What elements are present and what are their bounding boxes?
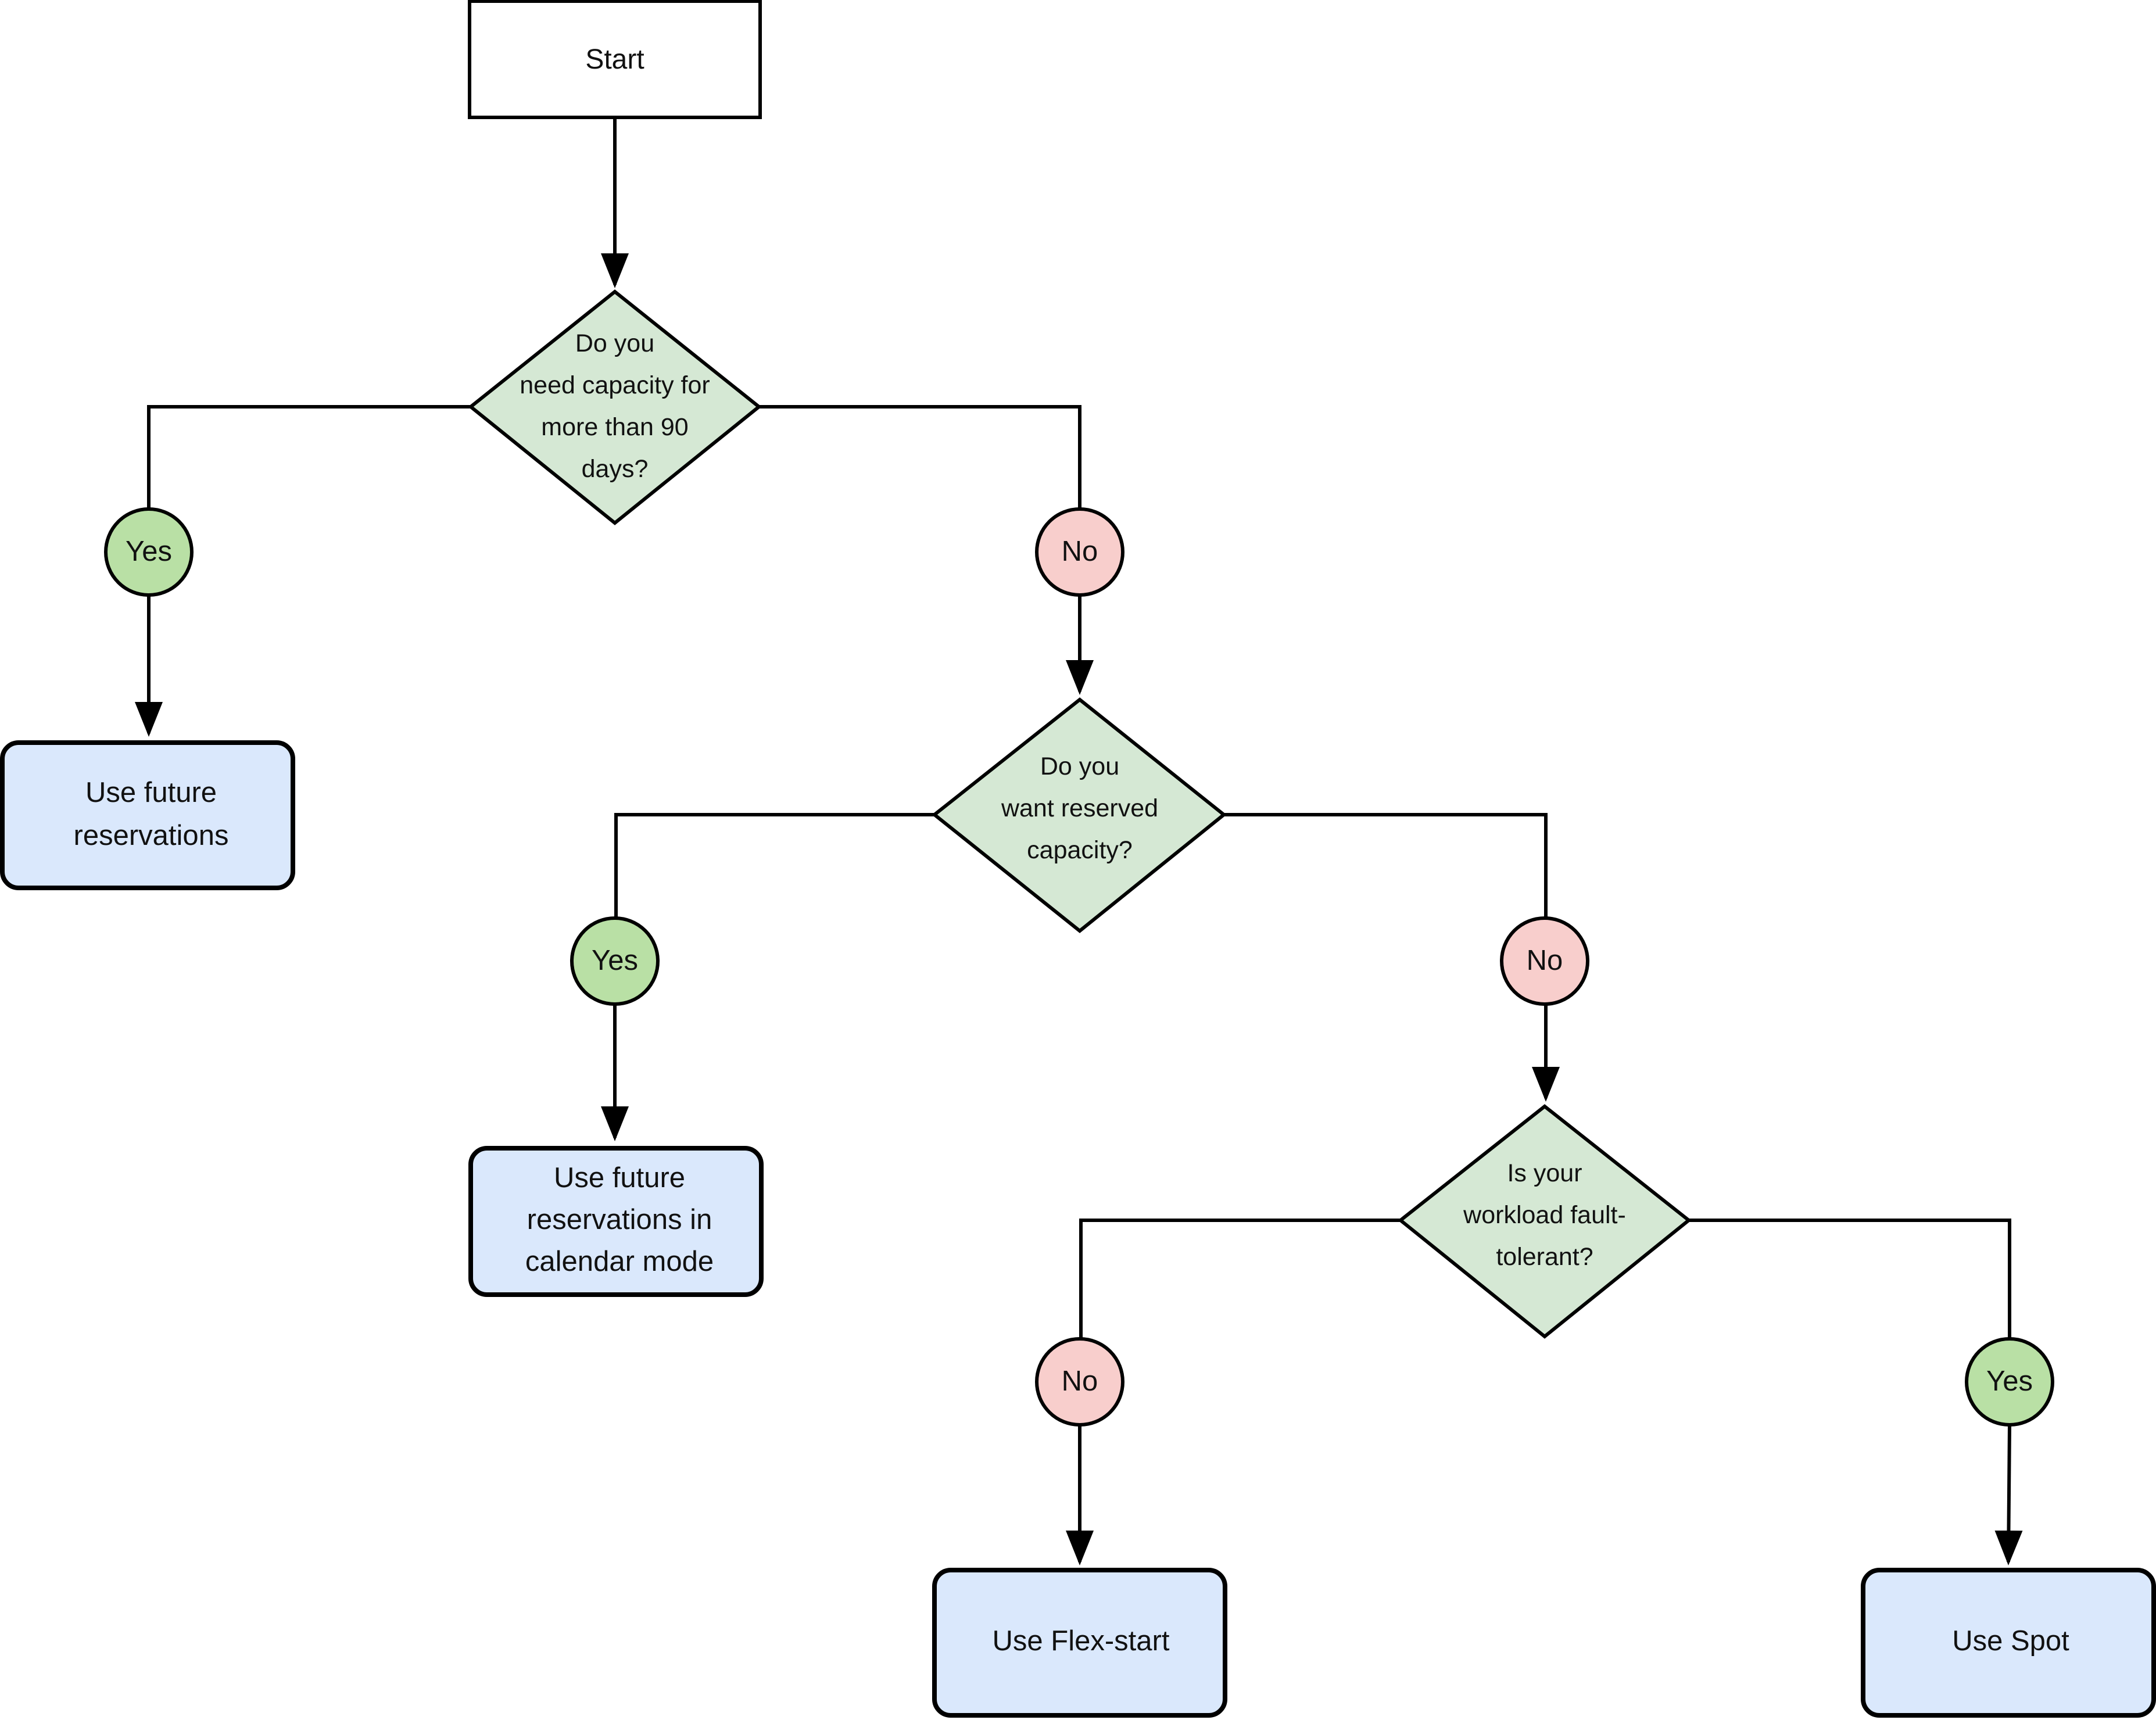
outcome-spot-text: Use Spot [1952,1625,2069,1657]
text-line: more than 90 [541,413,688,441]
no-badge-3-text: No [1062,1366,1098,1397]
text-line: Is your [1507,1159,1582,1187]
yes-badge-1-text: Yes [126,536,172,567]
outcome-calendar-mode-text: Use future reservations in calendar mode [525,1162,714,1277]
edge-q1-to-yes1 [147,405,471,508]
no-badge-1: No [1035,507,1124,597]
outcome-future-reservations-text: Use future reservations [74,777,229,851]
yes-badge-2-text: Yes [592,945,638,976]
outcome-future-reservations: Use future reservations [0,740,295,890]
text-line: tolerant? [1496,1243,1593,1271]
outcome-flex-start: Use Flex-start [932,1568,1227,1718]
edge-yes3-to-r4 [1994,1424,2023,1565]
decision-fault-tolerant: Is your workload fault-tolerant? [1398,1104,1692,1339]
text-line: Do you [575,329,654,357]
no-badge-1-text: No [1062,536,1098,567]
decision-fault-tolerant-text: Is your workload fault-tolerant? [1463,1159,1626,1271]
edge-q3-to-yes3 [1689,1219,2011,1338]
text-line: reservations [74,820,229,851]
edge-q1-to-no1 [759,405,1081,508]
yes-badge-1: Yes [104,507,194,597]
text-line: reservations in [527,1204,712,1235]
outcome-calendar-mode: Use future reservations in calendar mode [468,1146,764,1297]
decision-capacity-duration: Do you need capacity for more than 90 days? [468,289,762,525]
no-badge-2-text: No [1527,945,1563,976]
start-node: Start [468,0,762,119]
text-line: days? [582,455,649,483]
edge-q2-to-no2 [1224,813,1548,917]
text-line: Use Flex-start [993,1625,1170,1657]
no-badge-2: No [1500,916,1589,1006]
outcome-flex-start-text: Use Flex-start [993,1625,1170,1657]
text-line: Do you [1040,752,1119,780]
text-line: Start [585,44,644,75]
text-line: Use future [554,1162,685,1194]
text-line: workload fault- [1463,1201,1626,1229]
decision-reserved-capacity-text: Do you want reserved capacity? [1001,752,1158,864]
text-line: calendar mode [525,1246,714,1277]
decision-capacity-duration-text: Do you need capacity for more than 90 days? [520,329,710,483]
text-line: want reserved [1001,794,1158,822]
edge-q3-to-no3 [1079,1219,1401,1338]
yes-badge-3: Yes [1965,1337,2054,1427]
text-line: need capacity for [520,371,710,399]
no-badge-3: No [1035,1337,1124,1427]
text-line: Use future [85,777,217,808]
yes-badge-3-text: Yes [1986,1366,2033,1397]
edge-q2-to-yes2 [614,813,934,917]
outcome-spot: Use Spot [1861,1568,2156,1718]
decision-reserved-capacity: Do you want reserved capacity? [932,697,1227,933]
start-label: Start [585,44,644,75]
text-line: Use Spot [1952,1625,2069,1657]
text-line: capacity? [1027,836,1133,864]
yes-badge-2: Yes [570,916,660,1006]
